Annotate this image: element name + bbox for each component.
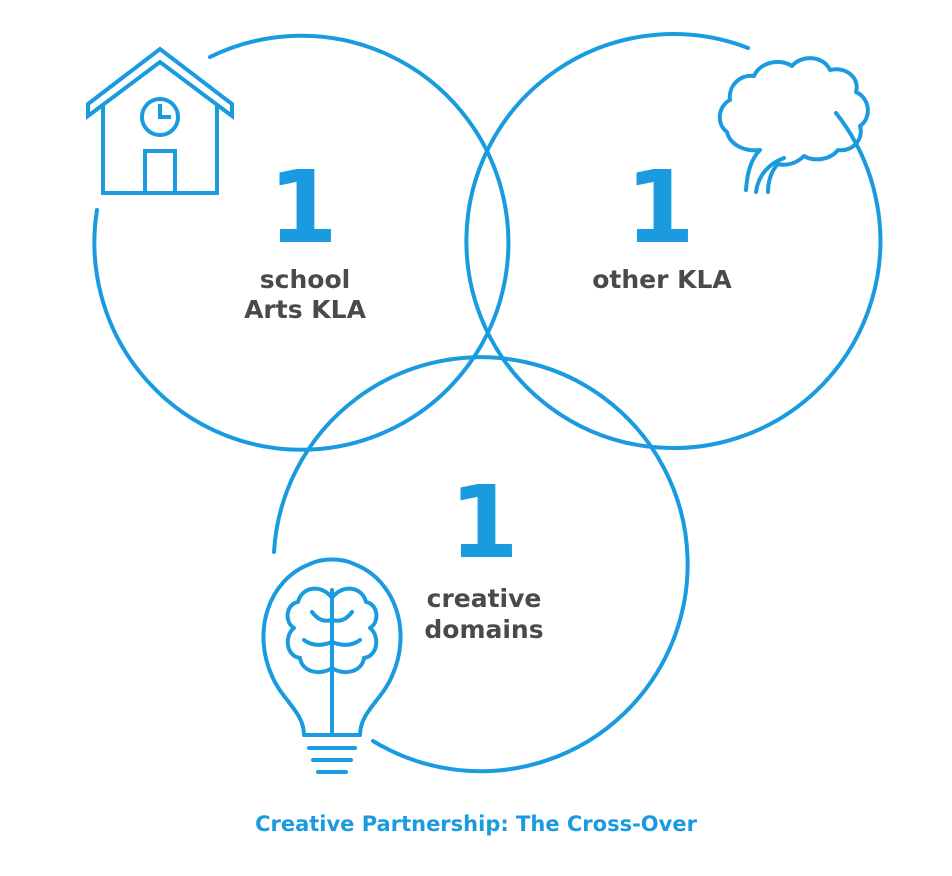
circle-school-label-line2: Arts KLA: [244, 295, 367, 324]
lightbulb-brain-icon: [261, 557, 403, 774]
tree-icon: [717, 56, 870, 194]
school-house-clock-icon: [86, 46, 234, 195]
circle-other-number: 1: [625, 149, 695, 266]
circle-school-label-line1: school: [260, 265, 350, 294]
circle-creative-label-line2: domains: [424, 615, 543, 644]
circle-creative: [272, 355, 690, 774]
circle-other: [464, 32, 883, 451]
circle-school: [92, 33, 511, 452]
circle-creative-label-line1: creative: [427, 584, 542, 613]
circle-school-number: 1: [268, 149, 338, 266]
diagram-caption: Creative Partnership: The Cross-Over: [255, 812, 697, 836]
circle-creative-number: 1: [449, 464, 519, 581]
circle-other-label: other KLA: [592, 265, 732, 294]
